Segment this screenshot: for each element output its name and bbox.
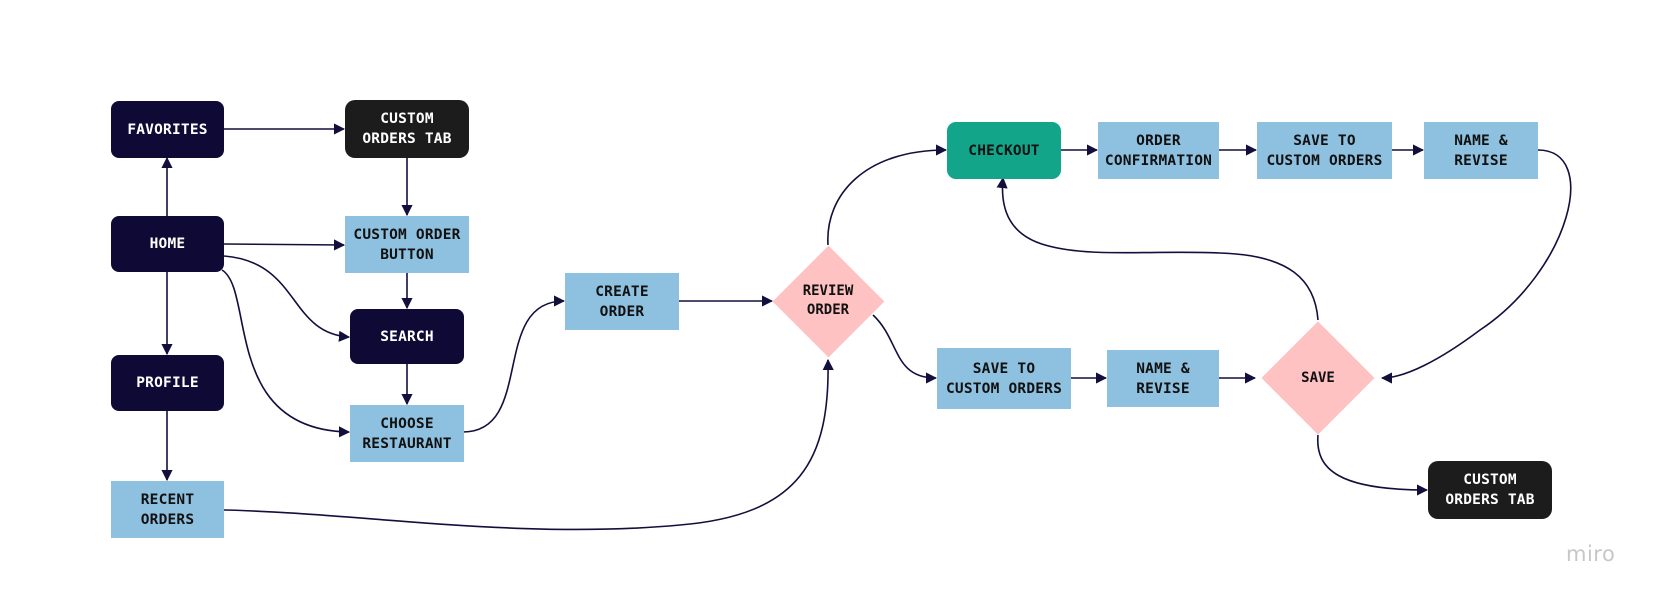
- choose-restaurant-node[interactable]: CHOOSE RESTAURANT: [350, 405, 464, 462]
- edge-name-revise-to-save: [1380, 149, 1572, 384]
- edge-home-to-custom-order-button: [223, 239, 346, 251]
- home-node[interactable]: HOME: [111, 216, 224, 272]
- custom-orders-tab-bottom-node[interactable]: CUSTOM ORDERS TAB: [1428, 461, 1552, 519]
- edge-save-to-custom-orders-tab: [1317, 434, 1429, 496]
- checkout-node[interactable]: CHECKOUT: [947, 122, 1061, 179]
- review-order-label: REVIEW ORDER: [802, 283, 854, 318]
- miro-watermark: miro: [1566, 542, 1616, 566]
- edge-review-order-to-checkout: [827, 144, 948, 246]
- save-to-custom-orders-bottom-node[interactable]: SAVE TO CUSTOM ORDERS: [937, 348, 1071, 409]
- edge-home-to-choose-restaurant: [221, 269, 351, 438]
- create-order-node[interactable]: CREATE ORDER: [565, 273, 679, 330]
- search-node[interactable]: SEARCH: [350, 309, 464, 364]
- order-confirmation-node[interactable]: ORDER CONFIRMATION: [1098, 122, 1219, 179]
- edge-home-to-search: [223, 255, 351, 342]
- recent-orders-node[interactable]: RECENT ORDERS: [111, 481, 224, 538]
- custom-orders-tab-node[interactable]: CUSTOM ORDERS TAB: [345, 100, 469, 158]
- name-revise-node[interactable]: NAME & REVISE: [1424, 122, 1538, 179]
- custom-order-button-node[interactable]: CUSTOM ORDER BUTTON: [345, 216, 469, 273]
- edge-save-to-checkout: [996, 176, 1319, 321]
- save-label: SAVE: [1301, 369, 1335, 386]
- profile-node[interactable]: PROFILE: [111, 355, 224, 411]
- favorites-node[interactable]: FAVORITES: [111, 101, 224, 158]
- name-revise-bottom-node[interactable]: NAME & REVISE: [1107, 350, 1219, 407]
- edge-choose-restaurant-to-create-order: [462, 295, 566, 433]
- edge-recent-orders-to-review-order: [223, 358, 834, 531]
- save-to-custom-orders-node[interactable]: SAVE TO CUSTOM ORDERS: [1257, 122, 1392, 179]
- edge-review-order-to-save-to-custom-orders: [872, 314, 938, 384]
